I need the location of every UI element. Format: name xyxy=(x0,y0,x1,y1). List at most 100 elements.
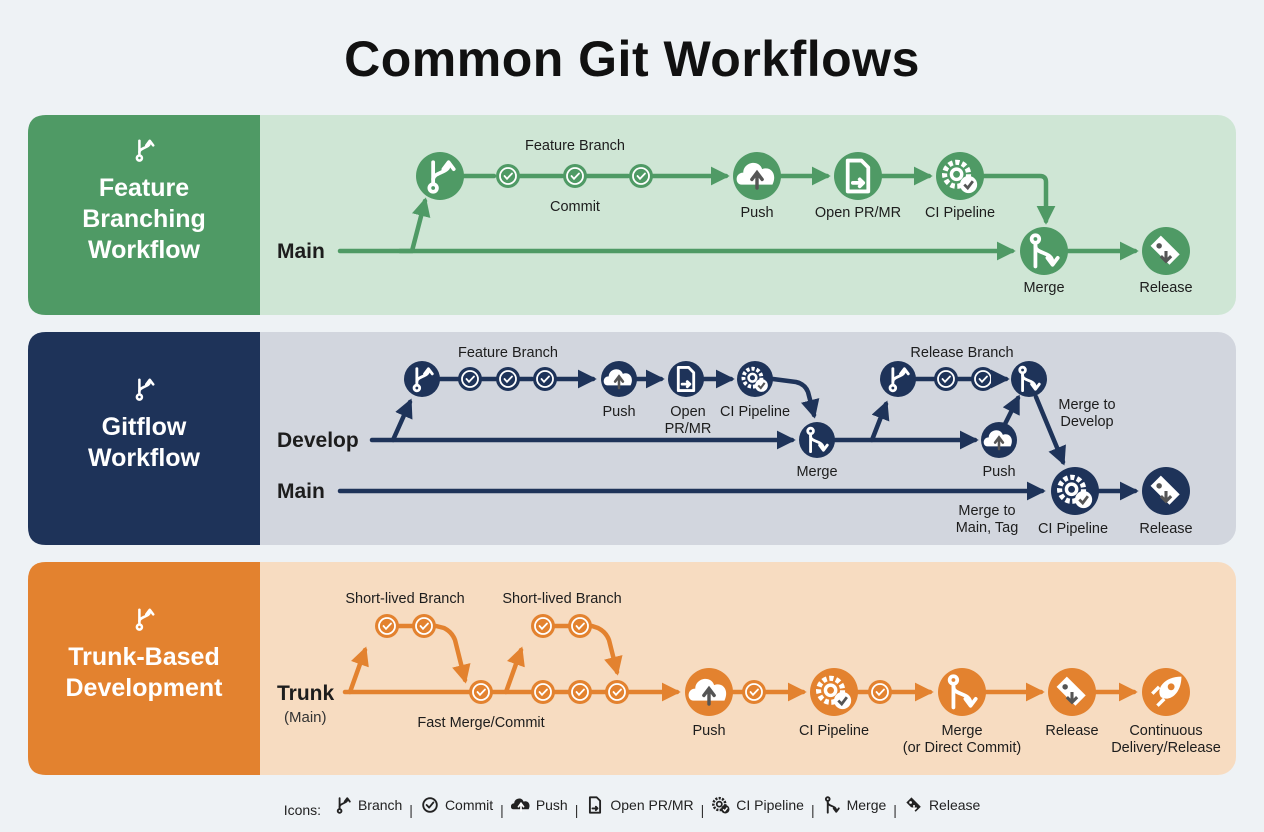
legend-item: Release xyxy=(904,795,980,815)
check-mark xyxy=(941,375,951,384)
push-icon xyxy=(736,162,775,190)
legend-prefix: Icons: xyxy=(283,802,322,818)
branch-icon xyxy=(336,797,351,814)
check-mark xyxy=(538,622,548,631)
merge-icon xyxy=(824,796,840,814)
line-label-develop: Develop xyxy=(277,429,359,452)
commit-icon xyxy=(422,797,438,813)
legend-item: Open PR/MR xyxy=(585,795,694,815)
commit-node xyxy=(742,680,766,704)
lane-title: Gitflow xyxy=(102,413,187,441)
fast-merge-label: Fast Merge/Commit xyxy=(417,715,544,731)
short-merge-2 xyxy=(589,623,623,676)
commit-ring xyxy=(566,167,584,185)
ci-icon xyxy=(712,796,730,814)
short-lived-branch-label-1: Short-lived Branch xyxy=(345,591,464,607)
node-circle xyxy=(938,668,986,716)
merge-to-main-label: Merge to xyxy=(958,503,1015,519)
merge-to-develop-label: Merge to xyxy=(1058,397,1115,413)
pr-node xyxy=(668,361,704,397)
line-label-main: Main xyxy=(277,240,325,263)
commit-node xyxy=(458,367,482,391)
check-mark xyxy=(540,375,550,384)
release-branch-node xyxy=(880,361,916,397)
branch-off-arrow xyxy=(397,197,431,254)
release-label: Release xyxy=(1139,521,1192,537)
lane-header xyxy=(28,115,260,315)
commit-ring xyxy=(571,617,589,635)
lane-title: Workflow xyxy=(88,236,201,264)
check-mark xyxy=(570,172,580,181)
push-node xyxy=(601,361,637,397)
commit-node xyxy=(496,164,520,188)
open-pr-label: Open xyxy=(670,404,705,420)
ci-node xyxy=(936,152,984,200)
commit-ring xyxy=(472,683,490,701)
branch-node xyxy=(404,361,440,397)
branch-icon xyxy=(427,160,456,194)
ci-pipeline-label: CI Pipeline xyxy=(720,404,790,420)
push-icon xyxy=(603,369,632,390)
merge-label: Merge xyxy=(941,723,982,739)
legend-label: Branch xyxy=(357,797,403,813)
legend-item: Merge xyxy=(822,795,886,815)
commit-ring xyxy=(871,683,889,701)
lane-title: Trunk-Based xyxy=(68,643,219,671)
open-pr-label: Open PR/MR xyxy=(815,205,901,221)
continuous-delivery-label: Continuous xyxy=(1129,723,1202,739)
branch-icon xyxy=(412,367,434,393)
commit-node xyxy=(605,680,629,704)
commit-ring xyxy=(937,370,955,388)
commit-node xyxy=(533,367,557,391)
commit-ring xyxy=(536,370,554,388)
push-node-2 xyxy=(981,422,1017,458)
check-mark xyxy=(575,688,585,697)
push-icon xyxy=(688,678,727,706)
merge-icon xyxy=(806,426,829,453)
commit-node xyxy=(868,680,892,704)
commit-ring xyxy=(415,617,433,635)
check-mark xyxy=(476,688,486,697)
lane-title: Branching xyxy=(82,205,206,233)
merge-to-develop-label: Develop xyxy=(1060,414,1113,430)
ci-icon xyxy=(816,675,852,710)
check-mark xyxy=(465,375,475,384)
node-circle xyxy=(416,152,464,200)
node-circle xyxy=(880,361,916,397)
merge-node xyxy=(1020,227,1068,275)
ci-pipeline-label: CI Pipeline xyxy=(799,723,869,739)
merge-icon xyxy=(824,796,840,814)
check-mark xyxy=(503,375,513,384)
push-label: Push xyxy=(692,723,725,739)
merge-to-develop-arrow xyxy=(1002,394,1021,427)
legend-separator: | xyxy=(810,802,815,818)
commit-node xyxy=(375,614,399,638)
legend-label: Open PR/MR xyxy=(610,797,694,813)
legend-label: Release xyxy=(928,797,981,813)
lane-title: Feature xyxy=(99,174,189,202)
push-label-2: Push xyxy=(982,464,1015,480)
ci-node xyxy=(737,361,773,397)
line-label-trunk: Trunk xyxy=(277,682,334,705)
pr-icon xyxy=(845,158,871,194)
check-mark xyxy=(382,622,392,631)
release-icon xyxy=(906,797,921,812)
release-branch-off xyxy=(869,400,890,443)
branch-icon xyxy=(336,797,351,814)
legend-item: Commit xyxy=(420,795,493,815)
release-branch-label: Release Branch xyxy=(910,345,1013,361)
release-label: Release xyxy=(1045,723,1098,739)
pr-node xyxy=(834,152,882,200)
commit-ring xyxy=(608,683,626,701)
check-mark xyxy=(875,688,885,697)
commit-ring xyxy=(632,167,650,185)
release-label: Release xyxy=(1139,280,1192,296)
short-lived-branch-label-2: Short-lived Branch xyxy=(502,591,621,607)
commit-ring xyxy=(378,617,396,635)
check-mark xyxy=(612,688,622,697)
ci-pipeline-label: CI Pipeline xyxy=(925,205,995,221)
ci-node-2 xyxy=(1051,467,1099,515)
legend-item: Branch xyxy=(333,795,402,815)
lane-header xyxy=(28,562,260,775)
